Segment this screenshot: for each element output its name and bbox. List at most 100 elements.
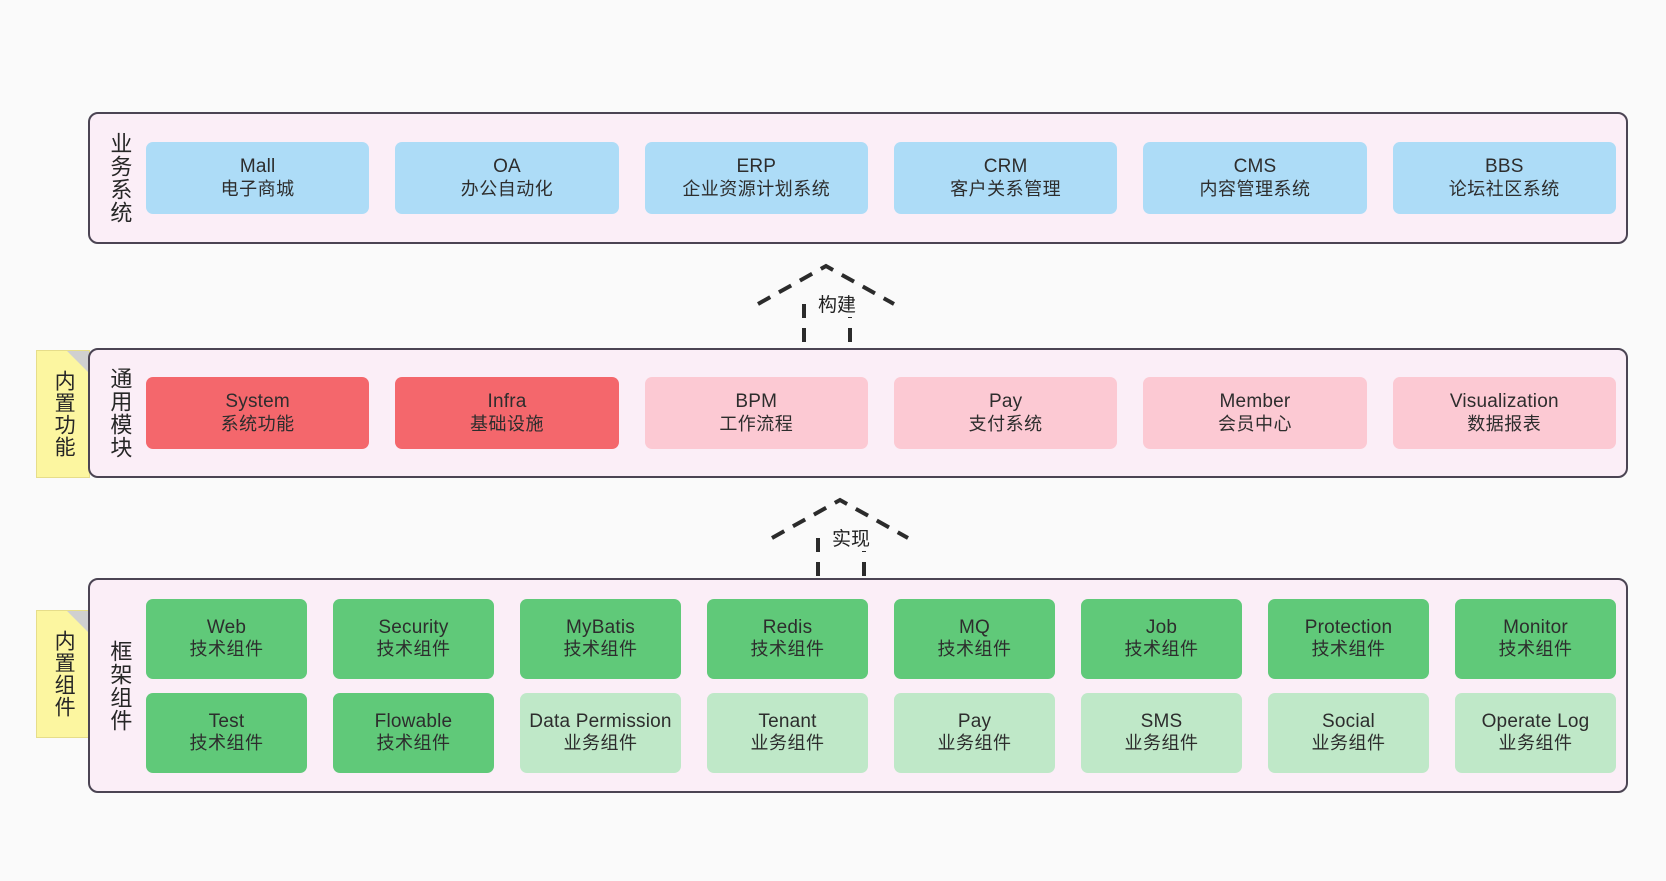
node-bpm-cn: 工作流程 — [719, 413, 794, 434]
node-web-en: Web — [206, 616, 247, 638]
node-erp[interactable]: ERP 企业资源计划系统 — [644, 142, 868, 214]
node-sms[interactable]: SMS 业务组件 — [1081, 692, 1242, 773]
node-erp-en: ERP — [736, 156, 777, 178]
layer-framework-component: 框架组件 Web 技术组件 Security 技术组件 MyBatis 技术组件… — [88, 578, 1628, 793]
node-data-permission-en: Data Permission — [529, 710, 672, 732]
node-security-en: Security — [378, 616, 449, 638]
layer-common-module-title: 通用模块 — [107, 367, 133, 459]
node-infra-en: Infra — [487, 391, 527, 413]
layer-framework-component-body: Web 技术组件 Security 技术组件 MyBatis 技术组件 Redi… — [142, 588, 1616, 783]
node-mybatis-cn: 技术组件 — [563, 639, 638, 660]
layer-business-system: 业务系统 Mall 电子商城 OA 办公自动化 ERP 企业资源计划系统 CRM… — [88, 112, 1628, 244]
node-pay-component-cn: 业务组件 — [937, 733, 1012, 754]
node-redis[interactable]: Redis 技术组件 — [707, 598, 868, 679]
node-test-cn: 技术组件 — [189, 733, 264, 754]
layer-business-system-title: 业务系统 — [107, 132, 133, 224]
node-protection-en: Protection — [1304, 616, 1393, 638]
node-sms-en: SMS — [1140, 710, 1183, 732]
node-job-en: Job — [1145, 616, 1178, 638]
node-crm[interactable]: CRM 客户关系管理 — [893, 142, 1118, 214]
note-builtin-feature-label: 内置功能 — [52, 370, 76, 458]
connector-build-label: 构建 — [816, 290, 859, 317]
layer-common-module-row: System 系统功能 Infra 基础设施 BPM 工作流程 Pay 支付系统… — [146, 377, 1616, 449]
node-visualization[interactable]: Visualization 数据报表 — [1392, 377, 1616, 449]
node-pay-component[interactable]: Pay 业务组件 — [894, 692, 1055, 773]
node-monitor[interactable]: Monitor 技术组件 — [1455, 598, 1616, 679]
node-redis-en: Redis — [762, 616, 813, 638]
node-mq-cn: 技术组件 — [937, 639, 1012, 660]
node-job-cn: 技术组件 — [1124, 639, 1199, 660]
node-security-cn: 技术组件 — [376, 639, 451, 660]
node-cms-cn: 内容管理系统 — [1199, 178, 1311, 199]
layer-framework-component-title: 框架组件 — [107, 639, 133, 732]
node-redis-cn: 技术组件 — [750, 639, 825, 660]
node-social-cn: 业务组件 — [1311, 733, 1386, 754]
node-security[interactable]: Security 技术组件 — [333, 598, 494, 679]
node-visualization-cn: 数据报表 — [1467, 413, 1542, 434]
layer-framework-component-row-tech: Web 技术组件 Security 技术组件 MyBatis 技术组件 Redi… — [146, 598, 1616, 679]
node-system-en: System — [225, 391, 290, 413]
node-infra[interactable]: Infra 基础设施 — [395, 377, 619, 449]
node-operate-log[interactable]: Operate Log 业务组件 — [1455, 692, 1616, 773]
node-operate-log-en: Operate Log — [1481, 710, 1590, 732]
node-system-cn: 系统功能 — [220, 413, 295, 434]
node-mq[interactable]: MQ 技术组件 — [894, 598, 1055, 679]
node-infra-cn: 基础设施 — [469, 413, 544, 434]
node-protection[interactable]: Protection 技术组件 — [1268, 598, 1429, 679]
layer-framework-component-row-business: Test 技术组件 Flowable 技术组件 Data Permission … — [146, 692, 1616, 773]
node-tenant-cn: 业务组件 — [750, 733, 825, 754]
node-member-cn: 会员中心 — [1217, 413, 1292, 434]
node-social[interactable]: Social 业务组件 — [1268, 692, 1429, 773]
node-test[interactable]: Test 技术组件 — [146, 692, 307, 773]
node-member[interactable]: Member 会员中心 — [1143, 377, 1367, 449]
connector-build: 构建 — [738, 254, 938, 354]
node-bbs-en: BBS — [1484, 156, 1524, 178]
node-oa-cn: 办公自动化 — [460, 178, 554, 199]
node-test-en: Test — [208, 710, 245, 732]
note-builtin-component: 内置组件 — [36, 610, 90, 738]
node-member-en: Member — [1219, 391, 1291, 413]
node-monitor-cn: 技术组件 — [1498, 639, 1573, 660]
node-monitor-en: Monitor — [1503, 616, 1568, 638]
node-bbs[interactable]: BBS 论坛社区系统 — [1392, 142, 1616, 214]
node-protection-cn: 技术组件 — [1311, 639, 1386, 660]
node-crm-en: CRM — [983, 156, 1028, 178]
node-bpm-en: BPM — [735, 391, 778, 413]
node-mybatis-en: MyBatis — [566, 616, 635, 638]
node-data-permission[interactable]: Data Permission 业务组件 — [520, 692, 681, 773]
node-mall-cn: 电子商城 — [220, 178, 295, 199]
node-bbs-cn: 论坛社区系统 — [1448, 178, 1560, 199]
connector-implement-label: 实现 — [830, 524, 873, 551]
node-oa[interactable]: OA 办公自动化 — [395, 142, 619, 214]
node-pay-module-en: Pay — [988, 391, 1023, 413]
node-cms[interactable]: CMS 内容管理系统 — [1143, 142, 1367, 214]
node-system[interactable]: System 系统功能 — [146, 377, 370, 449]
node-erp-cn: 企业资源计划系统 — [682, 178, 831, 199]
node-pay-component-en: Pay — [957, 710, 992, 732]
node-web-cn: 技术组件 — [189, 639, 264, 660]
layer-business-system-body: Mall 电子商城 OA 办公自动化 ERP 企业资源计划系统 CRM 客户关系… — [142, 122, 1616, 234]
connector-implement: 实现 — [752, 488, 952, 588]
note-builtin-feature: 内置功能 — [36, 350, 90, 478]
node-mq-en: MQ — [958, 616, 990, 638]
node-mall[interactable]: Mall 电子商城 — [146, 142, 370, 214]
node-job[interactable]: Job 技术组件 — [1081, 598, 1242, 679]
node-tenant[interactable]: Tenant 业务组件 — [707, 692, 868, 773]
node-flowable-cn: 技术组件 — [376, 733, 451, 754]
node-crm-cn: 客户关系管理 — [950, 178, 1062, 199]
node-oa-en: OA — [493, 156, 521, 178]
node-web[interactable]: Web 技术组件 — [146, 598, 307, 679]
layer-common-module: 通用模块 System 系统功能 Infra 基础设施 BPM 工作流程 Pay… — [88, 348, 1628, 478]
node-cms-en: CMS — [1233, 156, 1277, 178]
node-flowable[interactable]: Flowable 技术组件 — [333, 692, 494, 773]
node-mall-en: Mall — [239, 156, 276, 178]
layer-common-module-body: System 系统功能 Infra 基础设施 BPM 工作流程 Pay 支付系统… — [142, 358, 1616, 468]
node-operate-log-cn: 业务组件 — [1498, 733, 1573, 754]
node-data-permission-cn: 业务组件 — [563, 733, 638, 754]
node-pay-module[interactable]: Pay 支付系统 — [893, 377, 1118, 449]
node-visualization-en: Visualization — [1449, 391, 1559, 413]
node-mybatis[interactable]: MyBatis 技术组件 — [520, 598, 681, 679]
node-social-en: Social — [1322, 710, 1375, 732]
node-bpm[interactable]: BPM 工作流程 — [644, 377, 868, 449]
